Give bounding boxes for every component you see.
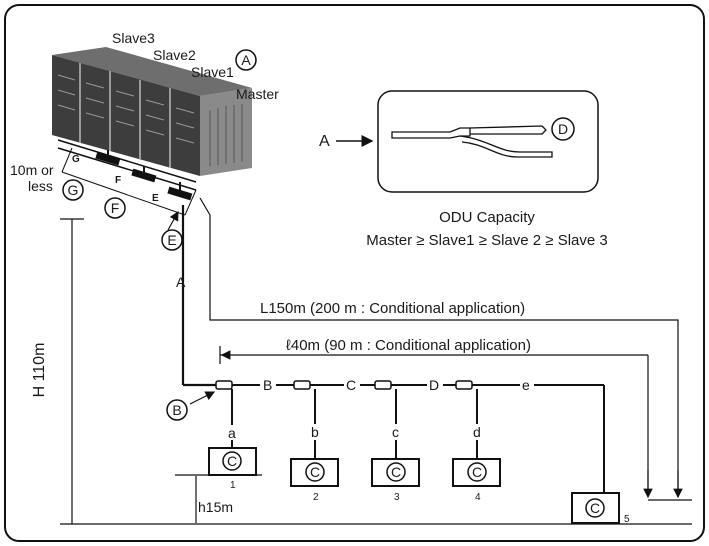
indoor-unit-4: C <box>452 458 501 487</box>
branch-joints-odu <box>95 150 193 201</box>
circle-d-marker <box>551 117 575 141</box>
circle-g-text: G <box>68 182 79 198</box>
circle-b-marker <box>166 399 188 421</box>
pipe-a-label: A <box>176 274 186 290</box>
pipe-e-label: e <box>522 377 530 393</box>
circle-b-text: B <box>172 402 181 418</box>
small-e-label: E <box>152 193 159 204</box>
y-branch-pipe-icon <box>391 125 553 158</box>
master-label: Master <box>236 86 279 102</box>
small-g-label: G <box>72 154 80 165</box>
l-dimension-line <box>199 197 679 495</box>
h-height-label: H 110m <box>31 343 48 398</box>
unit-5-number: 5 <box>624 514 630 525</box>
indoor-unit-5: C <box>571 492 620 524</box>
indoor-unit-2: C <box>290 458 339 487</box>
small-h-height-label: h15m <box>198 499 233 515</box>
pipe-b-small-label: b <box>311 424 319 440</box>
header-piping <box>57 139 197 216</box>
unit-3-number: 3 <box>394 492 400 503</box>
pipe-d-small-label: d <box>473 424 481 440</box>
ten-m-label-line1: 10m or <box>10 162 54 178</box>
pipe-a-small-label: a <box>228 425 236 441</box>
l-small-length-label: ℓ40m (90 m : Conditional application) <box>286 337 531 354</box>
slave2-label: Slave2 <box>153 47 196 63</box>
pipe-b-label: B <box>263 377 272 393</box>
outer-frame <box>4 4 705 542</box>
circle-a-marker <box>235 49 257 71</box>
capacity-rule: Master ≥ Slave1 ≥ Slave 2 ≥ Slave 3 <box>366 232 607 249</box>
outdoor-unit-bank <box>52 47 252 176</box>
ten-m-label-line2: less <box>28 178 53 194</box>
l-length-label: L150m (200 m : Conditional application) <box>260 300 525 317</box>
indoor-unit-3: C <box>371 458 420 487</box>
circle-f-text: F <box>111 200 120 216</box>
unit-1-number: 1 <box>230 480 236 491</box>
unit-4-symbol: C <box>472 464 482 480</box>
circle-e-text: E <box>167 232 176 248</box>
indoor-unit-1: C <box>208 447 257 476</box>
inset-arrow-label: A <box>319 133 330 150</box>
slave3-label: Slave3 <box>112 30 155 46</box>
unit-1-symbol: C <box>227 453 237 469</box>
unit-3-symbol: C <box>391 464 401 480</box>
capacity-title: ODU Capacity <box>439 209 535 226</box>
circle-g-marker <box>62 179 84 201</box>
drop-pipes <box>231 389 478 459</box>
y-branch-inset <box>377 90 599 193</box>
pipe-c-small-label: c <box>392 424 399 440</box>
circle-f-marker <box>104 197 126 219</box>
branch-joints <box>215 380 473 390</box>
small-f-label: F <box>115 175 121 186</box>
pipe-d-label: D <box>429 377 439 393</box>
pipe-c-label: C <box>346 377 356 393</box>
slave1-label: Slave1 <box>191 64 234 80</box>
circle-d-text: D <box>558 121 568 137</box>
branch-main-line <box>218 384 605 493</box>
unit-2-number: 2 <box>313 492 319 503</box>
main-pipe <box>181 205 218 387</box>
unit-5-symbol: C <box>590 500 600 516</box>
circle-a-text: A <box>241 52 251 68</box>
unit-2-symbol: C <box>310 464 320 480</box>
unit-4-number: 4 <box>475 492 481 503</box>
small-l-dimension-line <box>219 346 649 495</box>
